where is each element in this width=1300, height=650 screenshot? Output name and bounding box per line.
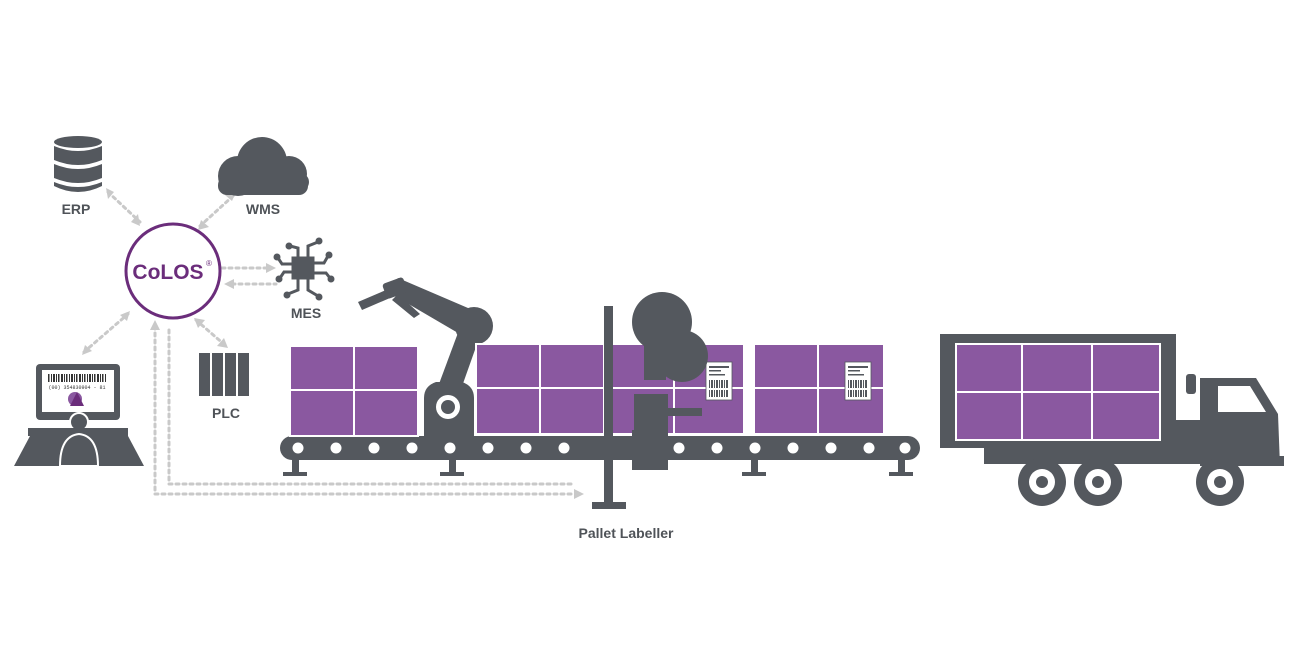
conveyor-icon [280, 436, 920, 476]
pallet-labeller-icon [592, 292, 708, 509]
pallet-3 [753, 343, 885, 435]
mes-label: MES [291, 305, 321, 321]
chip-icon [276, 240, 332, 298]
mes-node: MES [273, 237, 335, 321]
robot-arm-icon [358, 277, 493, 436]
pallet-labeller-label: Pallet Labeller [579, 525, 674, 541]
plc-node: PLC [199, 353, 249, 421]
shipping-label-icon [705, 361, 733, 401]
arrow-heads [82, 188, 584, 499]
wms-label: WMS [246, 201, 280, 217]
operator-workstation-icon: (00) 354830904 - 81 [14, 364, 144, 467]
colos-hub: CoLOS ® [124, 222, 222, 320]
wms-node: WMS [218, 137, 309, 217]
screen-code: (00) 354830904 - 81 [48, 385, 105, 391]
barcode-icon [48, 374, 106, 382]
pallet-1 [289, 345, 419, 437]
plc-rack-icon [199, 353, 249, 396]
plc-label: PLC [212, 405, 240, 421]
colos-logo-text: CoLOS [132, 261, 203, 284]
connector-arrows [82, 190, 576, 496]
cloud-icon [218, 137, 309, 196]
erp-label: ERP [62, 201, 91, 217]
truck-icon [940, 334, 1284, 506]
erp-node: ERP [54, 136, 102, 217]
truck-wheels [1018, 458, 1244, 506]
database-icon [54, 136, 102, 192]
brand-logo-mark-icon [68, 392, 84, 406]
shipping-label-icon [844, 361, 872, 401]
registered-mark: ® [206, 259, 212, 268]
